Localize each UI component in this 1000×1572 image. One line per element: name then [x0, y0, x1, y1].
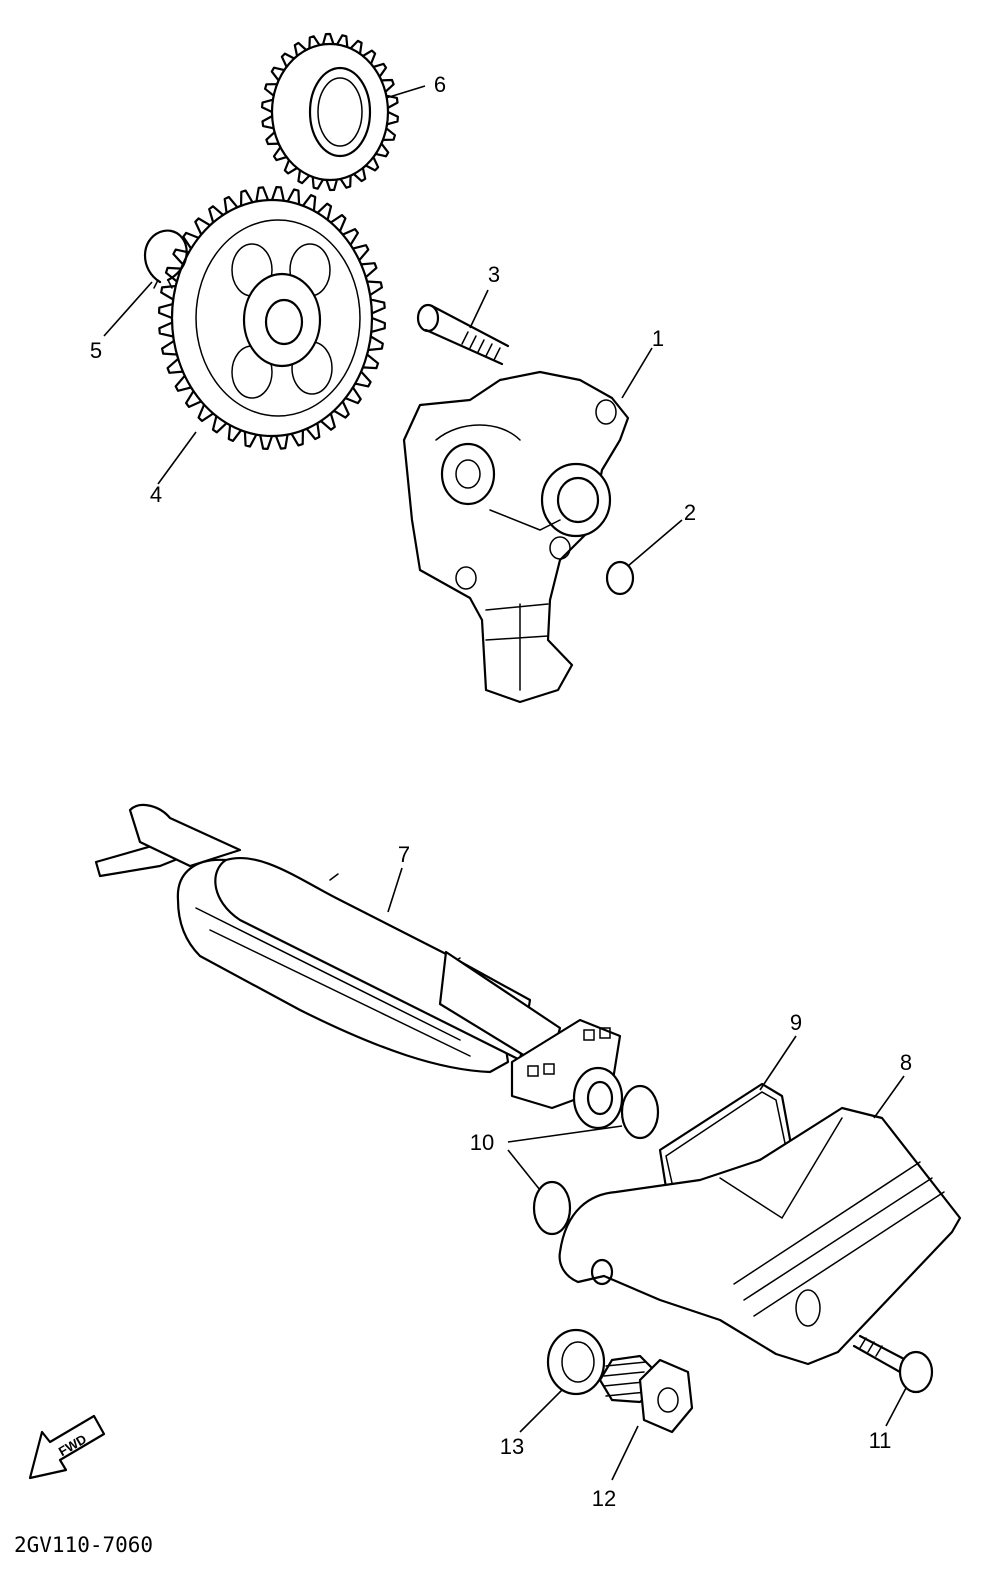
strainer-cover-part-8: [558, 1106, 962, 1366]
callout-4: 4: [150, 482, 162, 507]
o-ring-part-2: [605, 560, 635, 596]
callout-10: 10: [470, 1130, 494, 1155]
callout-8: 8: [900, 1050, 912, 1075]
callout-numbers: 1 2 3 4 5 6 7 8 9 10 11 12 13: [90, 72, 912, 1511]
fwd-arrow-icon: FWD: [28, 1414, 106, 1480]
washer-part-13: [546, 1328, 606, 1396]
leader-lines: [103, 85, 907, 1481]
callout-12: 12: [592, 1486, 616, 1511]
callout-6: 6: [434, 72, 446, 97]
bolt-part-3: [416, 303, 510, 366]
screw-part-11: [852, 1334, 934, 1394]
callout-13: 13: [500, 1434, 524, 1459]
o-rings-part-10: [532, 1084, 660, 1236]
callout-1: 1: [652, 326, 664, 351]
drain-bolt-part-12: [598, 1354, 694, 1434]
gear-small-part-6: [261, 32, 399, 192]
drawing-number: 2GV110-7060: [14, 1533, 153, 1557]
oil-pump-part-1: [402, 370, 630, 704]
gear-large-part-4: [158, 186, 386, 450]
callout-3: 3: [488, 262, 500, 287]
callout-9: 9: [790, 1010, 802, 1035]
circlip-part-5: [144, 229, 188, 289]
callout-11: 11: [869, 1428, 892, 1453]
callout-7: 7: [398, 842, 410, 867]
callout-5: 5: [90, 338, 102, 363]
oil-strainer-part-7: [94, 803, 624, 1130]
callout-2: 2: [684, 500, 696, 525]
